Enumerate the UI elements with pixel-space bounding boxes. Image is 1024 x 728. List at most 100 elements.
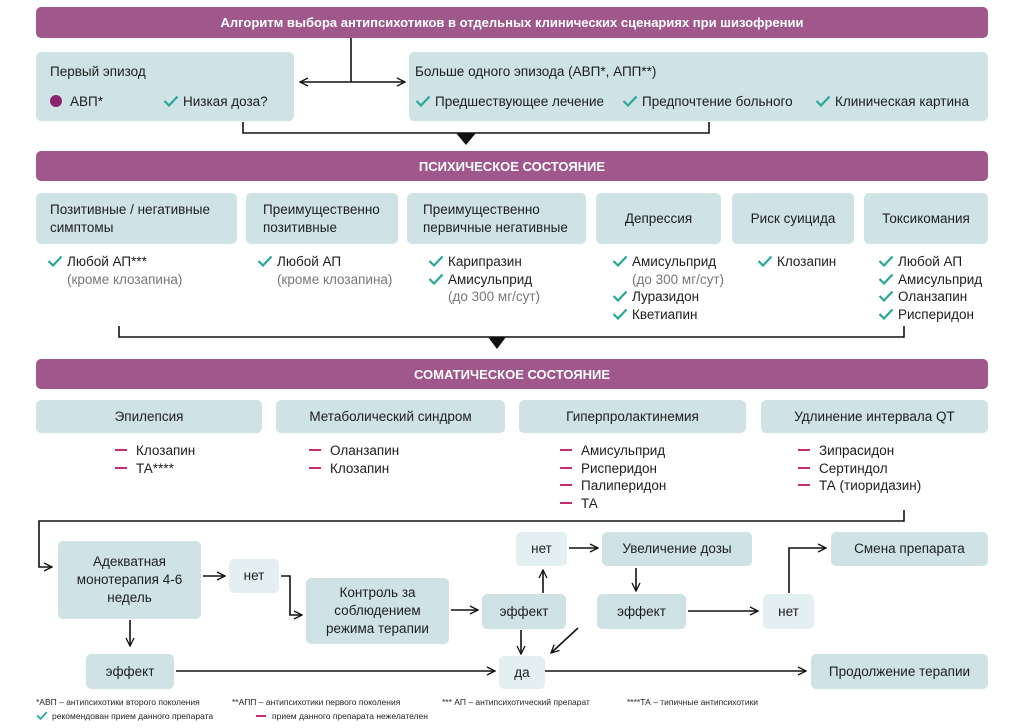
somatic-title: Эпилепсия [114, 408, 184, 424]
mental-list-negative: Карипразин Амисульприд (до 300 мг/сут) [428, 253, 540, 306]
drug-label: Амисульприд [581, 443, 666, 458]
dash-icon [798, 449, 810, 451]
drug-label: Палиперидон [581, 478, 667, 493]
check-icon [622, 95, 638, 107]
mental-list-suicide: Клозапин [757, 253, 836, 271]
list-item: Карипразин [428, 253, 540, 271]
somatic-state-header: СОМАТИЧЕСКОЕ СОСТОЯНИЕ [36, 359, 988, 389]
effect-box-2: эффект [597, 594, 686, 629]
check-icon [47, 255, 63, 267]
mental-title: Преимущественно первичные негативные [423, 202, 568, 235]
drug-label: ТА (тиоридазин) [819, 478, 922, 493]
list-item: Оланзапин [878, 288, 982, 306]
check-icon [878, 273, 894, 285]
check-icon [878, 290, 894, 302]
mental-title: Позитивные / негативные симптомы [50, 202, 210, 235]
mental-list-positive: Любой АП (кроме клозапина) [257, 253, 392, 288]
list-item: Клозапин [757, 253, 836, 271]
drug-label: Оланзапин [898, 289, 968, 304]
mental-state-header: ПСИХИЧЕСКОЕ СОСТОЯНИЕ [36, 151, 988, 181]
no-label: нет [778, 603, 799, 619]
drug-label: Оланзапин [330, 443, 400, 458]
somatic-box-metabolic: Метаболический синдром [276, 400, 505, 433]
dash-icon [115, 449, 127, 451]
list-item: ТА (тиоридазин) [798, 477, 921, 495]
drug-label: Амисульприд [898, 271, 983, 287]
mental-title: Депрессия [624, 210, 693, 226]
dash-icon [560, 501, 572, 504]
first-episode-box: Первый эпизод АВП* Низкая доза? [36, 52, 294, 121]
dash-icon [309, 466, 321, 469]
list-item: Амисульприд [560, 442, 666, 460]
monotherapy-label: Адекватная монотерапия 4-6 недель [76, 554, 183, 605]
low-dose-item: Низкая доза? [163, 93, 268, 111]
drug-label: Амисульприд [632, 254, 717, 269]
footnote-ta: ****ТА – типичные антипсихотики [627, 697, 759, 707]
drug-label: Амисульприд [448, 271, 533, 287]
multi-item-label: Клиническая картина [835, 94, 969, 109]
effect-box-1: эффект [482, 594, 566, 629]
yes-box: да [499, 656, 545, 689]
list-item: (кроме клозапина) [67, 271, 183, 287]
drug-label: ТА**** [136, 460, 174, 476]
drug-label: Кветиапин [632, 306, 698, 322]
page-title: Алгоритм выбора антипсихотиков в отдельн… [36, 7, 988, 38]
mental-box-negative: Преимущественно первичные негативные [407, 193, 586, 244]
drug-label: Любой АП [898, 254, 963, 269]
footnote-ap: *** АП – антипсихотический препарат [442, 697, 590, 707]
check-icon [163, 95, 179, 107]
somatic-box-qt: Удлинение интервала QT [761, 400, 988, 433]
drug-label: Любой АП*** [67, 254, 147, 269]
legend-undesirable-label: прием данного препарата нежелателен [272, 711, 428, 721]
footnote-avp: *АВП – антипсихотики второго поколения [36, 697, 200, 707]
list-item: ТА [560, 495, 666, 513]
mental-title: Токсикомания [882, 210, 970, 226]
list-item: Любой АП*** [47, 253, 182, 271]
legend-recommended: рекомендован прием данного препарата [36, 711, 213, 721]
list-item: Оланзапин [309, 442, 399, 460]
check-icon [757, 255, 773, 267]
multi-item-label: Предпочтение больного [642, 94, 793, 109]
drug-label: Клозапин [136, 443, 196, 458]
drug-label: Рисперидон [898, 306, 975, 322]
somatic-list-qt: Зипрасидон Сертиндол ТА (тиоридазин) [798, 442, 921, 495]
continue-therapy-box: Продолжение терапии [811, 654, 988, 689]
avp-item: АВП* [50, 93, 103, 111]
drug-label: Рисперидон [581, 460, 658, 476]
check-icon [878, 308, 894, 320]
no-box-1: нет [229, 559, 279, 593]
drug-label: Луразидон [632, 289, 700, 304]
somatic-title: Удлинение интервала QT [794, 408, 955, 424]
control-label: Контроль за соблюдением режима терапии [326, 585, 429, 636]
list-item: Кветиапин [612, 306, 724, 324]
list-item: (до 300 мг/сут) [448, 289, 541, 304]
check-icon [612, 290, 628, 302]
somatic-list-metabolic: Оланзапин Клозапин [309, 442, 399, 477]
avp-dot-icon [50, 95, 62, 107]
drug-label: Зипрасидон [819, 443, 895, 458]
list-item: Рисперидон [878, 306, 982, 324]
multi-episode-box: Больше одного эпизода (АВП*, АПП**) Пред… [409, 52, 988, 121]
somatic-box-hyperprolactinemia: Гиперпролактинемия [519, 400, 746, 433]
control-box: Контроль за соблюдением режима терапии [306, 578, 449, 644]
no-label: нет [531, 541, 552, 556]
list-item: (кроме клозапина) [277, 271, 393, 287]
check-icon [36, 711, 48, 721]
somatic-box-epilepsy: Эпилепсия [36, 400, 262, 433]
mental-box-substance: Токсикомания [864, 193, 988, 244]
mental-list-positive-negative: Любой АП*** (кроме клозапина) [47, 253, 182, 288]
mental-box-positive: Преимущественно позитивные [246, 193, 398, 244]
change-drug-label: Смена препарата [854, 541, 965, 556]
no-label: нет [243, 568, 265, 583]
mental-title: Преимущественно позитивные [263, 202, 380, 235]
monotherapy-box: Адекватная монотерапия 4-6 недель [58, 541, 201, 619]
mental-list-substance: Любой АП Амисульприд Оланзапин Рисперидо… [878, 253, 982, 323]
dash-icon [560, 449, 572, 451]
effect-box-3: эффект [86, 654, 174, 689]
somatic-title: Метаболический синдром [309, 408, 472, 424]
list-item: Любой АП [257, 253, 392, 271]
first-episode-title: Первый эпизод [50, 64, 146, 79]
check-icon [415, 95, 431, 107]
legend-recommended-label: рекомендован прием данного препарата [52, 711, 214, 721]
